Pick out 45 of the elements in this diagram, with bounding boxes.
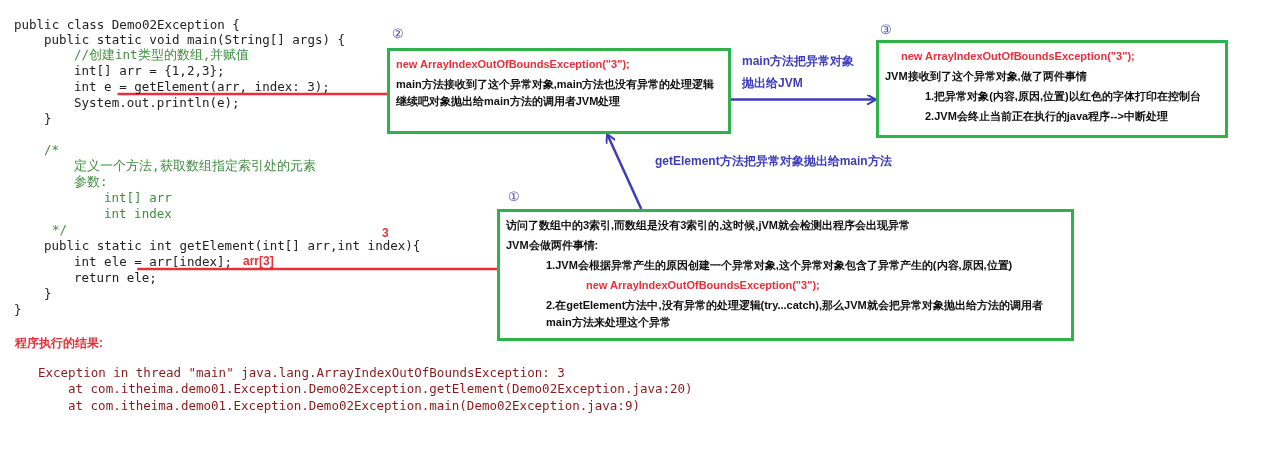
code-line: public class Demo02Exception {	[14, 17, 240, 32]
error-output: at com.itheima.demo01.Exception.Demo02Exception.getElement(Demo02Exception.java:20)	[68, 381, 693, 396]
code-line: System.out.println(e);	[74, 95, 240, 110]
annotation-text: new ArrayIndexOutOfBoundsException("3");	[396, 57, 631, 72]
code-comment: /*	[44, 142, 60, 157]
code-comment: 参数:	[74, 174, 108, 191]
annotation-text: 2.JVM会终止当前正在执行的java程序-->中断处理	[924, 109, 1169, 124]
code-line: }	[14, 302, 22, 317]
annotation-text: new ArrayIndexOutOfBoundsException("3");	[900, 49, 1136, 64]
annotation-text: new ArrayIndexOutOfBoundsException("3");	[585, 278, 821, 293]
annotation-text: 访问了数组中的3索引,而数组是没有3索引的,这时候,jVM就会检测出程序会出现异常	[506, 218, 911, 233]
annotation-text: 1.JVM会根据异常产生的原因创建一个异常对象,这个异常对象包含了异常产生的(内容,原因,位置)	[545, 258, 1014, 273]
code-comment: */	[52, 222, 68, 237]
code-line: }	[44, 111, 52, 126]
code-line: int e = getElement(arr, index: 3);	[74, 79, 330, 94]
heading-text: 程序执行的结果:	[15, 335, 103, 352]
code-line: int ele = arr[index];	[74, 254, 233, 269]
code-line: }	[44, 286, 52, 301]
annotation-box	[876, 40, 1228, 138]
step-number: ②	[392, 26, 404, 41]
code-line: public static int getElement(int[] arr,int index){	[44, 238, 421, 253]
annotation-box	[497, 209, 1074, 341]
code-line: public static void main(String[] args) {	[44, 32, 346, 47]
code-line: int[] arr = {1,2,3};	[74, 63, 225, 78]
step-number: ①	[508, 189, 520, 204]
annotation-text: JVM会做两件事情:	[506, 238, 600, 253]
annotation-text: main方法接收到了这个异常对象,main方法也没有异常的处理逻辑继续吧对象抛出给main方法的调用者JVM处理	[396, 77, 716, 109]
leader-line	[137, 267, 497, 271]
annotation-text: arr[3]	[243, 254, 274, 268]
leader-line	[117, 92, 387, 96]
annotation-number: 3	[382, 226, 389, 240]
annotation-text: 1.把异常对象(内容,原因,位置)以红色的字体打印在控制台	[924, 89, 1202, 104]
code-comment: //创建int类型的数组,并赋值	[74, 47, 250, 64]
error-output: at com.itheima.demo01.Exception.Demo02Exception.main(Demo02Exception.java:9)	[68, 398, 640, 413]
arrow	[605, 133, 643, 210]
code-comment: int index	[104, 206, 172, 221]
step-number: ③	[880, 22, 892, 37]
code-line: return ele;	[74, 270, 157, 285]
error-output: Exception in thread "main" java.lang.ArrayIndexOutOfBoundsException: 3	[38, 365, 565, 380]
arrow	[731, 93, 877, 106]
code-comment: int[] arr	[104, 190, 172, 205]
code-comment: 定义一个方法,获取数组指定索引处的元素	[74, 158, 316, 175]
annotation-text: JVM接收到了这个异常对象,做了两件事情	[885, 69, 1088, 84]
annotation-box	[387, 48, 731, 134]
annotation-text: 2.在getElement方法中,没有异常的处理逻辑(try...catch),那么JVM就会把异常对象抛出给方法的调用者main方法来处理这个异常	[545, 298, 1044, 330]
